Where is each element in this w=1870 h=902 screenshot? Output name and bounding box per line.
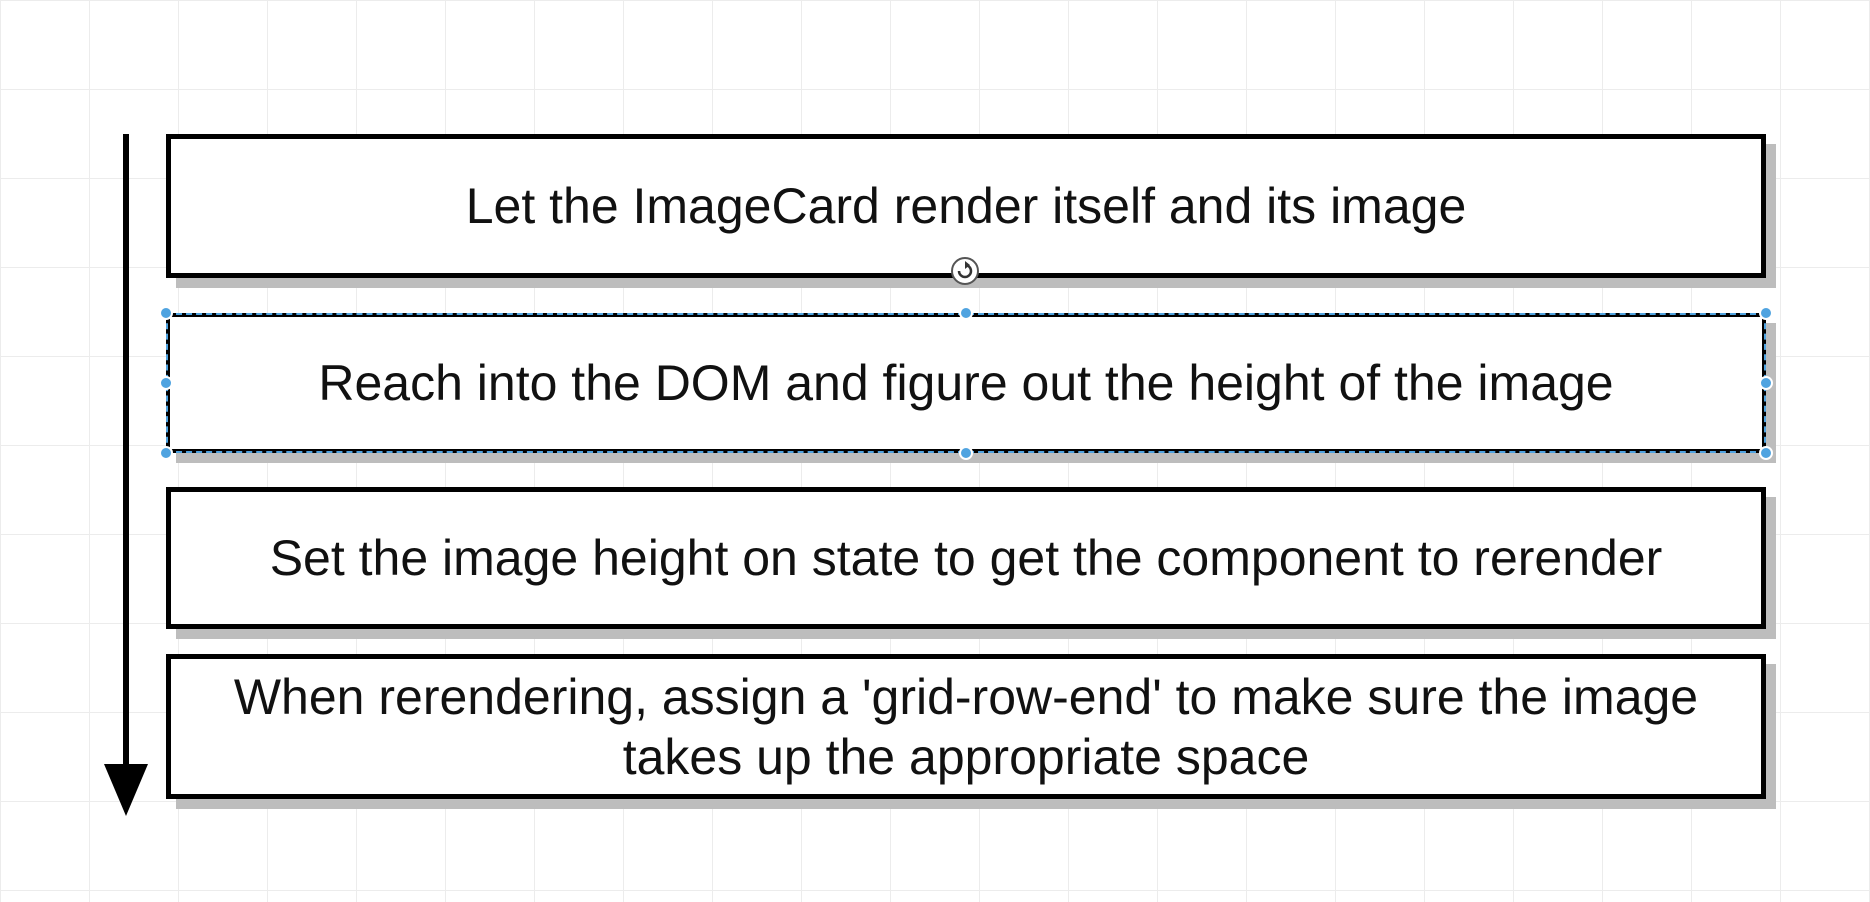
- resize-handle-bottom-right[interactable]: [1759, 446, 1773, 460]
- step-1-label: Let the ImageCard render itself and its …: [465, 178, 1467, 234]
- step-4-label: When rerendering, assign a 'grid-row-end…: [233, 668, 1699, 785]
- resize-handle-left[interactable]: [159, 376, 173, 390]
- step-box-3[interactable]: Set the image height on state to get the…: [166, 487, 1766, 629]
- resize-handle-top-left[interactable]: [159, 306, 173, 320]
- step-2-label: Reach into the DOM and figure out the he…: [318, 355, 1614, 411]
- resize-handle-right[interactable]: [1759, 376, 1773, 390]
- step-3-label: Set the image height on state to get the…: [269, 530, 1663, 586]
- down-arrow-icon: [104, 134, 148, 816]
- step-box-2[interactable]: Reach into the DOM and figure out the he…: [166, 313, 1766, 453]
- step-box-4[interactable]: When rerendering, assign a 'grid-row-end…: [166, 654, 1766, 799]
- step-box-1[interactable]: Let the ImageCard render itself and its …: [166, 134, 1766, 278]
- rotate-icon[interactable]: [950, 256, 980, 286]
- resize-handle-top-right[interactable]: [1759, 306, 1773, 320]
- resize-handle-top[interactable]: [959, 306, 973, 320]
- resize-handle-bottom-left[interactable]: [159, 446, 173, 460]
- resize-handle-bottom[interactable]: [959, 446, 973, 460]
